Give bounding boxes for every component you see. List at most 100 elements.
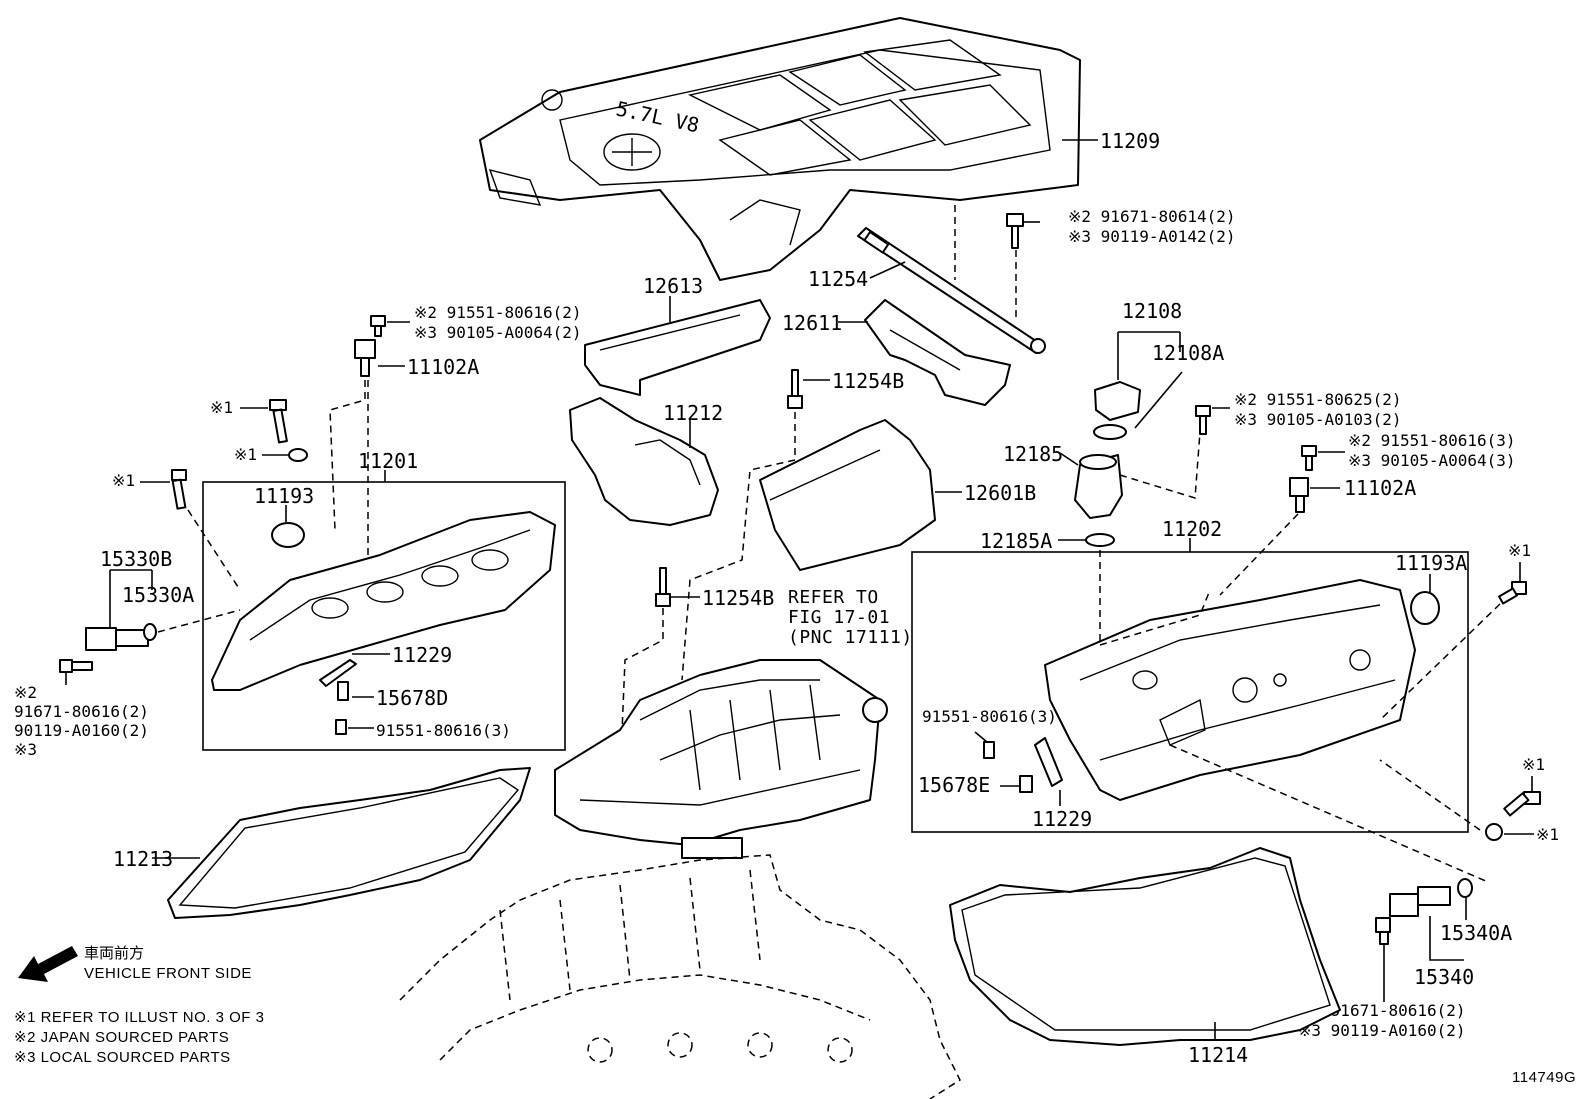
legend-front: VEHICLE FRONT SIDE xyxy=(84,965,252,982)
bolt-ref-4[interactable] xyxy=(1498,581,1527,605)
intake-manifold[interactable] xyxy=(554,659,888,859)
label-15678D[interactable]: 15678D xyxy=(376,686,448,710)
gasket-11214[interactable] xyxy=(949,847,1341,1046)
bolt-ref-5[interactable] xyxy=(1503,791,1541,817)
ocv-15330B[interactable] xyxy=(85,623,157,651)
bolt-91551-left[interactable] xyxy=(335,719,347,735)
harness-11229-right[interactable] xyxy=(1034,737,1063,787)
ref-mark-5: ※1 xyxy=(1522,755,1545,774)
washer-ref-2[interactable] xyxy=(288,448,308,462)
label-12108A[interactable]: 12108A xyxy=(1152,341,1224,365)
label-11229-right[interactable]: 11229 xyxy=(1032,807,1092,831)
note-91551-80616-l: ※2 91551-80616(2) xyxy=(414,303,582,322)
group-box-11201 xyxy=(202,481,566,751)
legend-note1: ※1 REFER TO ILLUST NO. 3 OF 3 xyxy=(14,1009,264,1026)
label-91551-right[interactable]: 91551-80616(3) xyxy=(922,707,1057,726)
bolt-11254B-mid[interactable] xyxy=(655,567,671,607)
label-11209[interactable]: 11209 xyxy=(1100,129,1160,153)
note-91671-80614: ※2 91671-80614(2) xyxy=(1068,207,1236,226)
insulator-12611[interactable] xyxy=(864,299,1011,406)
note-91551-80625: ※2 91551-80625(2) xyxy=(1234,390,1402,409)
engine-cover-11209[interactable]: 5.7L V8 xyxy=(479,17,1081,281)
label-11193A[interactable]: 11193A xyxy=(1395,551,1467,575)
washer-ref-6[interactable] xyxy=(1485,823,1503,841)
label-11212[interactable]: 11212 xyxy=(663,401,723,425)
cap-12108[interactable] xyxy=(1093,381,1141,440)
ocv-15340[interactable] xyxy=(1389,878,1473,917)
harness-11229-left[interactable] xyxy=(319,659,357,687)
ref-mark-6: ※1 xyxy=(1536,825,1559,844)
refer-line3[interactable]: (PNC 17111) xyxy=(788,627,913,648)
insulator-11212[interactable] xyxy=(569,397,719,526)
rod-11254[interactable] xyxy=(857,227,1046,354)
bolt-15678E[interactable] xyxy=(1019,775,1033,793)
bolt-ref-1[interactable] xyxy=(269,399,288,444)
label-12185[interactable]: 12185 xyxy=(1003,442,1063,466)
label-11254B-top[interactable]: 11254B xyxy=(832,369,904,393)
note-90119-A0142: ※3 90119-A0142(2) xyxy=(1068,227,1236,246)
label-12185A[interactable]: 12185A xyxy=(980,529,1052,553)
note-lb-2: 91671-80616(2) xyxy=(14,702,149,721)
gasket-12185A[interactable] xyxy=(1085,533,1115,547)
bolt-15678D[interactable] xyxy=(337,681,349,701)
note-rb-1: ※2 91671-80616(2) xyxy=(1298,1001,1466,1020)
label-15340[interactable]: 15340 xyxy=(1414,965,1474,989)
seal-11193A[interactable] xyxy=(1410,591,1440,625)
label-12108[interactable]: 12108 xyxy=(1122,299,1182,323)
label-11102A-right[interactable]: 11102A xyxy=(1344,476,1416,500)
label-12601B[interactable]: 12601B xyxy=(964,481,1036,505)
legend-jp: 車両前方 xyxy=(84,944,144,962)
sensor-11102A-right[interactable] xyxy=(1289,477,1309,513)
bolt-right-mid[interactable] xyxy=(1195,405,1211,435)
seal-11193[interactable] xyxy=(271,522,305,548)
bolt-top-right[interactable] xyxy=(1006,213,1024,249)
insulator-12613[interactable] xyxy=(584,299,771,396)
ref-mark-2: ※1 xyxy=(234,445,257,464)
bolt-11254B-top[interactable] xyxy=(787,369,803,409)
filler-12185[interactable] xyxy=(1074,454,1123,519)
insulator-12601B[interactable] xyxy=(759,419,936,571)
note-lb-4: ※3 xyxy=(14,740,37,759)
label-15330A[interactable]: 15330A xyxy=(122,583,194,607)
label-15330B[interactable]: 15330B xyxy=(100,547,172,571)
gasket-11213[interactable] xyxy=(167,767,531,919)
label-11254B-mid[interactable]: 11254B xyxy=(702,586,774,610)
refer-line2: FIG 17-01 xyxy=(788,607,890,628)
note-rb-2: ※3 90119-A0160(2) xyxy=(1298,1021,1466,1040)
label-11102A-left[interactable]: 11102A xyxy=(407,355,479,379)
vehicle-front-arrow-icon xyxy=(18,946,78,982)
label-11193[interactable]: 11193 xyxy=(254,484,314,508)
note-lb-1: ※2 xyxy=(14,683,37,702)
legend-note3: ※3 LOCAL SOURCED PARTS xyxy=(14,1049,231,1066)
label-91551-left[interactable]: 91551-80616(3) xyxy=(376,721,511,740)
label-15678E[interactable]: 15678E xyxy=(918,773,990,797)
bolt-left-top[interactable] xyxy=(370,315,386,337)
label-11254[interactable]: 11254 xyxy=(808,267,868,291)
label-11201[interactable]: 11201 xyxy=(358,449,418,473)
engine-block-outline xyxy=(399,854,961,1099)
label-11229-left[interactable]: 11229 xyxy=(392,643,452,667)
label-11214[interactable]: 11214 xyxy=(1188,1043,1248,1067)
bolt-91551-right[interactable] xyxy=(983,741,995,759)
label-11202[interactable]: 11202 xyxy=(1162,517,1222,541)
valve-cover-11202[interactable] xyxy=(1044,579,1416,801)
note-lb-3: 90119-A0160(2) xyxy=(14,721,149,740)
valve-cover-11201[interactable] xyxy=(211,511,556,691)
bolt-ocv-left[interactable] xyxy=(59,659,93,673)
note-90105-A0064-r: ※3 90105-A0064(3) xyxy=(1348,451,1516,470)
ref-mark-4: ※1 xyxy=(1508,541,1531,560)
label-11213[interactable]: 11213 xyxy=(113,847,173,871)
label-15340A[interactable]: 15340A xyxy=(1440,921,1512,945)
figure-id: 114749G xyxy=(1512,1069,1576,1086)
bolt-ocv-right[interactable] xyxy=(1375,917,1391,945)
ref-mark-3: ※1 xyxy=(112,471,135,490)
bolt-right-sensor[interactable] xyxy=(1301,445,1317,471)
legend-note2: ※2 JAPAN SOURCED PARTS xyxy=(14,1029,229,1046)
ref-mark-1: ※1 xyxy=(210,398,233,417)
label-12613[interactable]: 12613 xyxy=(643,274,703,298)
note-90105-A0103: ※3 90105-A0103(2) xyxy=(1234,410,1402,429)
sensor-11102A-left[interactable] xyxy=(354,339,376,377)
bolt-ref-3[interactable] xyxy=(171,469,187,510)
label-12611[interactable]: 12611 xyxy=(782,311,842,335)
